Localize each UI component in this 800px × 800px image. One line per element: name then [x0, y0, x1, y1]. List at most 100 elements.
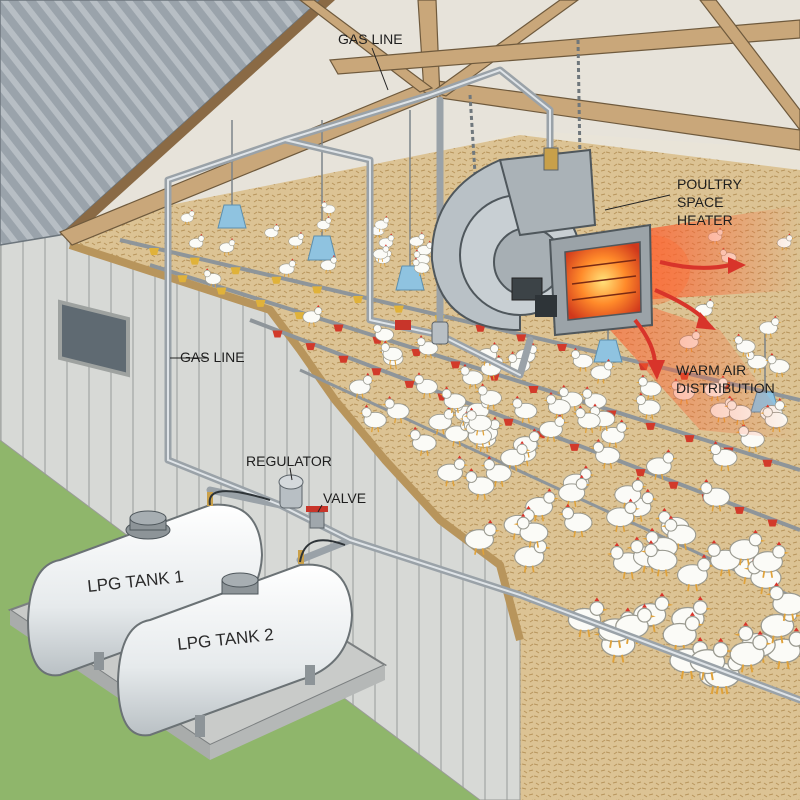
- drinker-cup: [557, 344, 567, 351]
- lpg-tank-2: [116, 490, 354, 737]
- chicken: [278, 258, 298, 278]
- drinker-cup: [516, 334, 527, 342]
- chicken: [514, 536, 551, 573]
- chicken: [316, 216, 333, 233]
- chicken: [606, 498, 640, 532]
- chicken: [457, 363, 484, 389]
- chicken: [707, 441, 738, 471]
- chicken: [572, 405, 601, 433]
- chicken: [462, 420, 492, 449]
- warm-air-arrows: [633, 257, 746, 380]
- chicken: [378, 340, 403, 365]
- chicken: [729, 529, 766, 566]
- chicken: [480, 456, 512, 487]
- chicken: [264, 223, 282, 241]
- chicken: [759, 315, 782, 338]
- chicken: [414, 335, 439, 359]
- purlin-right: [699, 0, 800, 131]
- drinker-cup: [216, 287, 227, 295]
- chicken: [543, 391, 571, 419]
- chicken: [558, 474, 591, 508]
- drinker-cup: [404, 380, 415, 388]
- chicken: [765, 582, 800, 622]
- wall-window: [58, 299, 130, 378]
- label-gas-line-top: GAS LINE: [338, 31, 403, 47]
- drinker-cup: [450, 361, 461, 369]
- chicken: [661, 515, 697, 551]
- drinker-cup: [411, 349, 422, 357]
- chicken: [407, 426, 437, 456]
- chicken: [558, 503, 593, 538]
- chicken: [358, 404, 387, 433]
- chicken: [640, 540, 678, 577]
- drinker-cup: [645, 422, 656, 430]
- chicken: [302, 304, 325, 327]
- chicken: [463, 407, 492, 436]
- chicken: [697, 479, 731, 512]
- chicken: [320, 200, 336, 216]
- heater-valve: [395, 320, 411, 330]
- chicken: [371, 322, 394, 345]
- lpg-tank-1: [26, 492, 264, 677]
- drinker-cup: [762, 459, 773, 467]
- drinker-cup: [272, 330, 283, 338]
- chicken: [633, 392, 661, 420]
- drinker-cup: [684, 435, 695, 443]
- chicken: [410, 257, 430, 277]
- drinker-cup: [312, 286, 323, 294]
- heater-regulator: [431, 321, 449, 345]
- drinker-cup: [149, 248, 159, 255]
- chicken: [201, 268, 222, 288]
- chicken: [372, 244, 391, 262]
- drinker-cup: [294, 312, 305, 320]
- drinker-cup: [255, 299, 266, 307]
- chicken: [646, 449, 677, 480]
- drinker-cup: [353, 296, 363, 303]
- chicken: [590, 438, 621, 469]
- drinker-cup: [528, 385, 539, 393]
- chicken: [475, 383, 502, 410]
- drinker-cup: [305, 343, 316, 351]
- chicken: [568, 347, 594, 372]
- label-gas-line-left: GAS LINE: [180, 349, 245, 365]
- hanging-drinkers: [217, 110, 780, 413]
- chicken: [439, 386, 467, 414]
- label-regulator: REGULATOR: [246, 453, 332, 469]
- chicken: [437, 455, 469, 487]
- drinker-cup: [338, 355, 349, 363]
- chicken: [732, 333, 756, 357]
- drinker-cup: [371, 368, 382, 376]
- drinker-cup: [734, 506, 745, 514]
- drinker-cup: [177, 275, 188, 283]
- roof-edge: [60, 0, 335, 238]
- label-warm-air-line2: DISTRIBUTION: [676, 380, 775, 396]
- drinker-cup: [271, 276, 282, 284]
- drinker-cup: [189, 257, 200, 265]
- label-heater-line1: POULTRY: [677, 176, 742, 192]
- chicken: [635, 374, 662, 401]
- chicken: [348, 372, 375, 399]
- drinker-cup: [635, 469, 646, 477]
- leader-lines: [170, 47, 671, 513]
- chicken: [219, 237, 237, 256]
- chicken: [428, 406, 457, 435]
- chicken: [374, 215, 391, 232]
- drinker-cup: [569, 443, 580, 451]
- drinker-cup: [475, 324, 486, 332]
- chicken: [509, 395, 538, 424]
- chicken: [409, 231, 427, 249]
- chicken: [729, 630, 772, 673]
- drinker-cup: [503, 418, 514, 426]
- chicken: [464, 519, 501, 555]
- drinker-cup: [333, 324, 344, 332]
- chicken: [320, 255, 339, 274]
- drinker-cup: [230, 267, 241, 275]
- chicken: [590, 358, 616, 384]
- chicken: [188, 233, 207, 251]
- regulator: [278, 474, 304, 509]
- chicken: [513, 513, 549, 548]
- label-heater-line3: HEATER: [677, 212, 733, 228]
- chicken: [765, 352, 790, 378]
- chicken: [539, 413, 568, 442]
